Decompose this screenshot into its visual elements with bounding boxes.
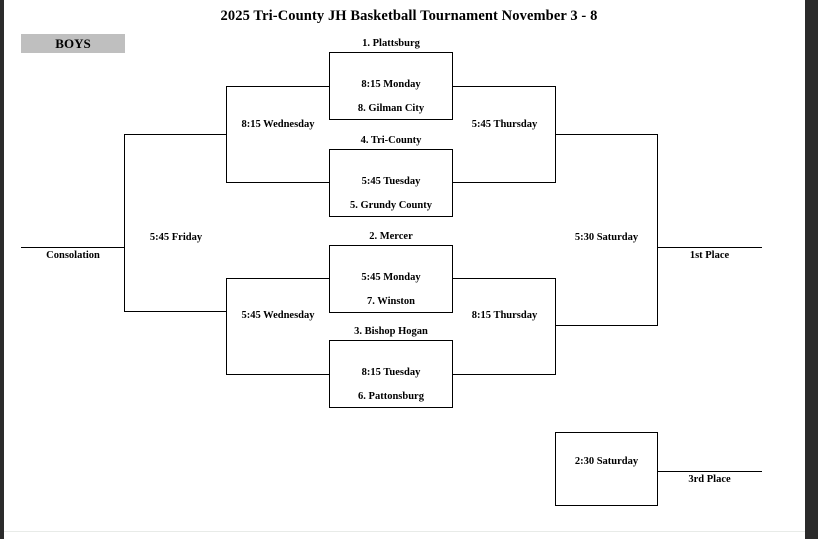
thursday-upper-top-connector — [453, 86, 556, 87]
wednesday-upper-top-connector — [226, 86, 330, 87]
first-round-game-box-2[interactable]: 4. Tri-County 5:45 Tuesday 5. Grundy Cou… — [329, 135, 453, 217]
seed-label-top-1: 1. Plattsburg — [362, 38, 420, 49]
page-bottom-rule — [4, 531, 805, 532]
document-right-edge — [805, 0, 818, 539]
semifinal-time-thursday-upper: 5:45 Thursday — [471, 119, 538, 130]
page-title: 2025 Tri-County JH Basketball Tournament… — [220, 8, 598, 24]
championship-time: 5:30 Saturday — [574, 232, 639, 243]
seed-label-top-4: 3. Bishop Hogan — [354, 326, 428, 337]
wednesday-upper-out-connector — [124, 134, 227, 135]
wednesday-lower-out-connector — [124, 311, 227, 312]
seed-label-top-2: 4. Tri-County — [360, 135, 422, 146]
thursday-lower-spine — [555, 278, 556, 374]
third-place-left-spine — [555, 432, 556, 505]
championship-top-connector — [555, 134, 658, 135]
thursday-lower-top-connector — [453, 278, 556, 279]
first-place-label: 1st Place — [689, 250, 730, 261]
seed-label-top-3: 2. Mercer — [369, 231, 413, 242]
seed-label-bottom-1: 8. Gilman City — [357, 103, 425, 114]
game-time-4: 8:15 Tuesday — [361, 367, 421, 378]
third-place-right-spine — [657, 432, 658, 505]
game-time-3: 5:45 Monday — [361, 272, 421, 283]
consolation-outcome-label: Consolation — [46, 250, 100, 261]
championship-bottom-connector — [555, 325, 658, 326]
game-time-1: 8:15 Monday — [361, 79, 421, 90]
third-place-out-connector — [657, 471, 762, 472]
third-place-top-connector — [555, 432, 658, 433]
third-place-label: 3rd Place — [688, 474, 731, 485]
quarterfinal-time-wednesday-upper: 8:15 Wednesday — [241, 119, 315, 130]
first-round-game-box-4[interactable]: 3. Bishop Hogan 8:15 Tuesday 6. Pattonsb… — [329, 326, 453, 408]
thursday-upper-bottom-connector — [453, 182, 556, 183]
document-left-edge — [0, 0, 4, 539]
division-banner: BOYS — [21, 34, 125, 53]
championship-out-connector — [657, 247, 762, 248]
first-round-game-box-1[interactable]: 1. Plattsburg 8:15 Monday 8. Gilman City — [329, 38, 453, 120]
consolation-spine — [124, 134, 125, 312]
third-place-time: 2:30 Saturday — [574, 456, 639, 467]
division-banner-label: BOYS — [55, 35, 91, 51]
semifinal-time-thursday-lower: 8:15 Thursday — [471, 310, 538, 321]
wednesday-upper-bottom-connector — [226, 182, 330, 183]
seed-label-bottom-2: 5. Grundy County — [350, 200, 432, 211]
wednesday-lower-top-connector — [226, 278, 330, 279]
thursday-lower-bottom-connector — [453, 374, 556, 375]
first-round-game-box-3[interactable]: 2. Mercer 5:45 Monday 7. Winston — [329, 231, 453, 313]
seed-label-bottom-4: 6. Pattonsburg — [358, 391, 424, 402]
seed-label-bottom-3: 7. Winston — [366, 296, 416, 307]
consolation-time: 5:45 Friday — [149, 232, 203, 243]
quarterfinal-time-wednesday-lower: 5:45 Wednesday — [241, 310, 315, 321]
game-time-2: 5:45 Tuesday — [361, 176, 421, 187]
wednesday-lower-spine — [226, 278, 227, 374]
wednesday-lower-bottom-connector — [226, 374, 330, 375]
consolation-out-connector — [21, 247, 125, 248]
championship-spine — [657, 134, 658, 325]
third-place-bottom-connector — [555, 505, 658, 506]
